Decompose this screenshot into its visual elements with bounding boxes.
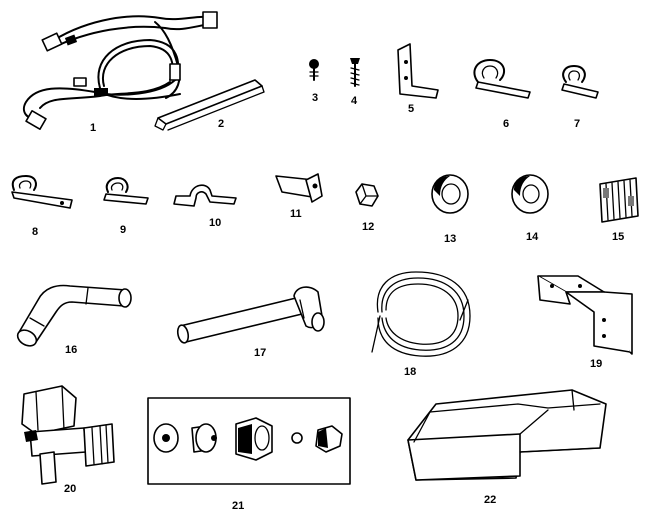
- part-1-wire-harness[interactable]: [22, 11, 218, 130]
- part-13-grommet[interactable]: [431, 174, 469, 214]
- part-2-strip[interactable]: [154, 79, 265, 131]
- part-10-clip[interactable]: [173, 184, 237, 207]
- part-3-label: 3: [312, 92, 318, 104]
- part-6-clip[interactable]: [473, 59, 531, 99]
- part-2-label: 2: [218, 118, 224, 130]
- part-19-label: 19: [590, 358, 602, 370]
- part-7-clip[interactable]: [561, 65, 599, 99]
- part-16-elbow-tube[interactable]: [15, 284, 132, 350]
- part-13-label: 13: [444, 233, 456, 245]
- part-19-mounting-bracket[interactable]: [537, 275, 633, 355]
- part-15-label: 15: [612, 231, 624, 243]
- part-18-label: 18: [404, 366, 416, 378]
- part-1-label: 1: [90, 122, 96, 134]
- part-5-label: 5: [408, 103, 414, 115]
- part-22-label: 22: [484, 494, 496, 506]
- part-20-water-valve[interactable]: [21, 385, 115, 485]
- part-9-label: 9: [120, 224, 126, 236]
- part-11-label: 11: [290, 208, 302, 220]
- part-18-coiled-tubing[interactable]: [371, 271, 471, 357]
- part-8-label: 8: [32, 226, 38, 238]
- part-21-fitting-kit[interactable]: [147, 397, 351, 485]
- part-15-pad[interactable]: [599, 177, 639, 223]
- part-22-ice-bin[interactable]: [407, 389, 607, 481]
- part-14-grommet[interactable]: [511, 174, 549, 214]
- part-17-elbow-tube[interactable]: [176, 286, 325, 344]
- part-4-screw[interactable]: [350, 58, 360, 87]
- part-5-bracket[interactable]: [397, 43, 439, 99]
- part-4-label: 4: [351, 95, 358, 107]
- part-14-label: 14: [526, 231, 539, 243]
- part-12-label: 12: [362, 221, 374, 233]
- part-9-clip[interactable]: [103, 177, 149, 205]
- part-11-tab[interactable]: [275, 173, 323, 203]
- part-6-label: 6: [503, 118, 509, 130]
- part-16-label: 16: [65, 344, 77, 356]
- part-12-hex-nut[interactable]: [355, 183, 379, 207]
- part-7-label: 7: [574, 118, 580, 130]
- part-21-label: 21: [232, 500, 244, 512]
- part-10-label: 10: [209, 217, 221, 229]
- part-20-label: 20: [64, 483, 76, 495]
- part-3-screw[interactable]: [309, 59, 319, 81]
- part-17-label: 17: [254, 347, 266, 359]
- part-8-clip[interactable]: [11, 175, 73, 209]
